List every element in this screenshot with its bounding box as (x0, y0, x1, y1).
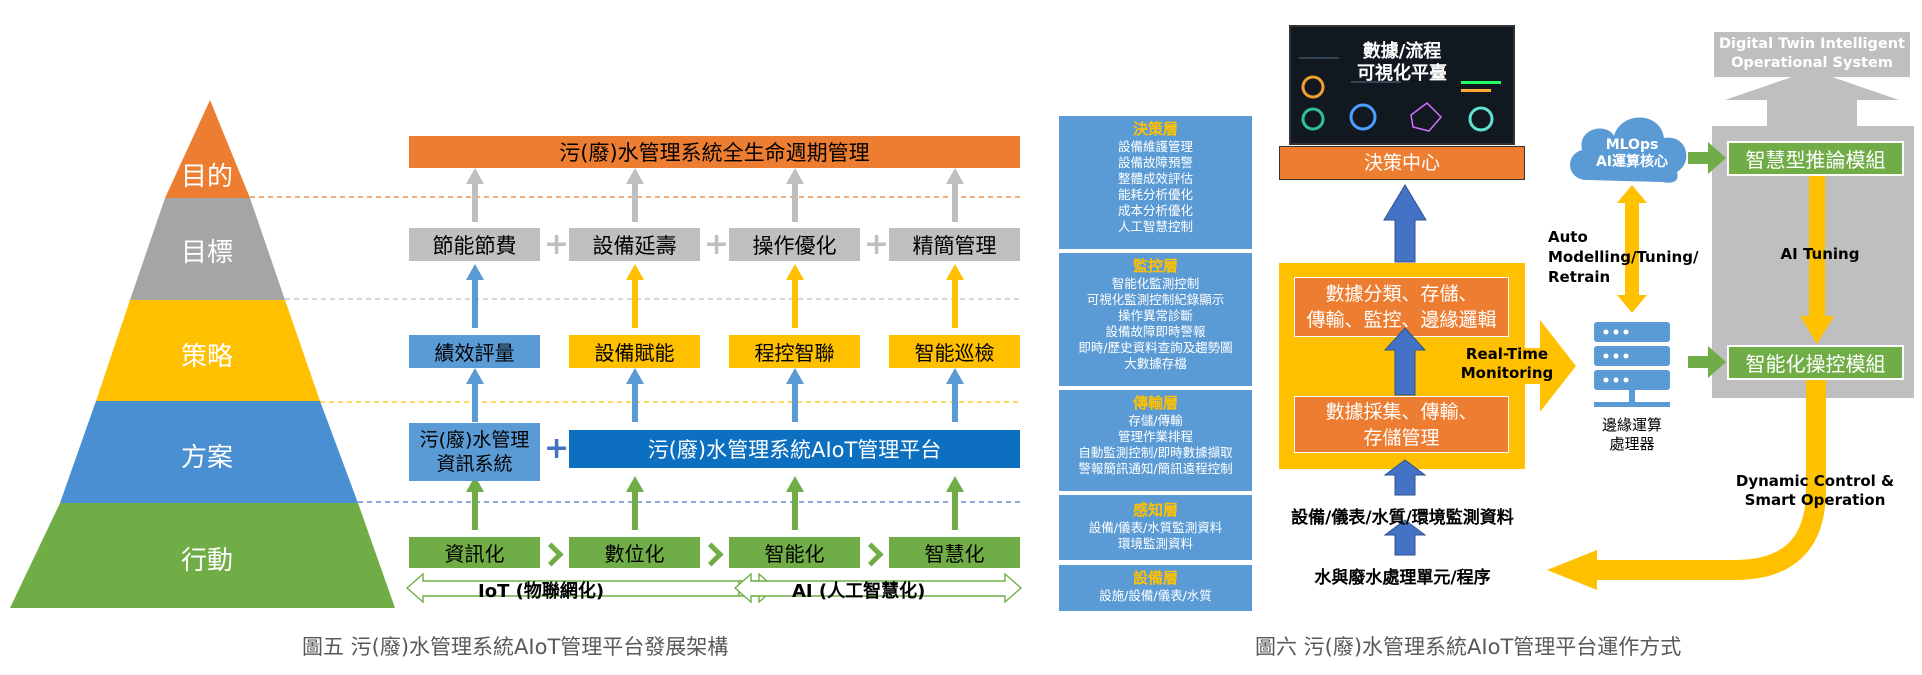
layer-decision: 決策層 設備維護管理 設備故障預警 整體成效評估 能耗分析優化 成本分析優化 人… (1059, 116, 1252, 249)
layer-item: 能耗分析優化 (1059, 187, 1252, 203)
layer-item: 自動監測控制/即時數據擷取 (1059, 445, 1252, 461)
layer-item: 設備故障即時警報 (1059, 324, 1252, 340)
layer-item: 大數據存檔 (1059, 356, 1252, 372)
strategy-performance: 績效評量 (409, 335, 540, 368)
dashboard-title: 數據/流程 可視化平臺 (1291, 41, 1513, 85)
layer-item: 可視化監測控制紀錄顯示 (1059, 292, 1252, 308)
plus-icon: + (544, 227, 569, 262)
layer-sensing: 感知層 設備/儀表/水質監測資料 環境監測資料 (1059, 495, 1252, 560)
pyramid-label-action: 行動 (181, 540, 233, 577)
layer-item: 設備維護管理 (1059, 139, 1252, 155)
iot-label: IoT (物聯網化) (478, 577, 604, 603)
chevron-right-icon (699, 542, 723, 566)
auto-modelling-label: Auto Modelling/Tuning/ Retrain (1548, 227, 1688, 287)
realtime-label: Real-Time Monitoring (1447, 345, 1567, 383)
action-smart: 智慧化 (889, 537, 1020, 568)
layer-item: 即時/歷史資料查詢及趨勢圖 (1059, 340, 1252, 356)
strategy-empower: 設備賦能 (569, 335, 700, 368)
chevron-right-icon (859, 542, 883, 566)
digital-twin-arrow (1717, 70, 1907, 130)
inference-module: 智慧型推論模組 (1727, 141, 1904, 176)
layer-item: 警報簡訊通知/簡訊遠程控制 (1059, 461, 1252, 477)
layer-item: 成本分析優化 (1059, 203, 1252, 219)
goal-equipment-life: 設備延壽 (569, 228, 700, 261)
layer-title: 感知層 (1059, 500, 1252, 520)
mlops-label: MLOps AI運算核心 (1565, 137, 1699, 171)
plus-icon: + (704, 227, 729, 262)
ai-label: AI (人工智慧化) (792, 577, 925, 603)
chevron-right-icon (539, 542, 563, 566)
layer-item: 操作異常診斷 (1059, 308, 1252, 324)
goal-lean-mgmt: 精簡管理 (889, 228, 1020, 261)
layer-item: 設備/儀表/水質監測資料 (1059, 520, 1252, 536)
plus-icon: + (864, 227, 889, 262)
layer-item: 存儲/傳輸 (1059, 413, 1252, 429)
plan-aiot-platform: 污(廢)水管理系統AIoT管理平台 (569, 430, 1020, 468)
strategy-inspection: 智能巡檢 (889, 335, 1020, 368)
layer-item: 管理作業排程 (1059, 429, 1252, 445)
layer-title: 決策層 (1059, 119, 1252, 139)
plus-icon: + (544, 431, 569, 466)
control-module: 智能化操控模組 (1727, 345, 1904, 380)
figure-5-caption: 圖五 污(廢)水管理系統AIoT管理平台發展架構 (302, 631, 728, 661)
layer-item: 人工智慧控制 (1059, 219, 1252, 235)
layer-title: 監控層 (1059, 256, 1252, 276)
layer-item: 設施/設備/儀表/水質 (1059, 588, 1252, 604)
layer-item: 整體成效評估 (1059, 171, 1252, 187)
digital-twin-label: Digital Twin Intelligent Operational Sys… (1714, 35, 1910, 73)
module-input-arrows (1688, 140, 1728, 385)
layer-item: 智能化監測控制 (1059, 276, 1252, 292)
layer-monitoring: 監控層 智能化監測控制 可視化監測控制紀錄顯示 操作異常診斷 設備故障即時警報 … (1059, 253, 1252, 386)
figure-6-caption: 圖六 污(廢)水管理系統AIoT管理平台運作方式 (1255, 631, 1681, 661)
sensor-data-label: 設備/儀表/水質/環境監測資料 (1275, 503, 1530, 528)
process-unit-label: 水與廢水處理單元/程序 (1290, 563, 1515, 588)
dashboard-screen: 數據/流程 可視化平臺 (1289, 25, 1515, 145)
strategy-control: 程控智聯 (729, 335, 860, 368)
layer-title: 傳輸層 (1059, 393, 1252, 413)
goal-energy-saving: 節能節費 (409, 228, 540, 261)
decision-center: 決策中心 (1279, 146, 1525, 180)
plan-info-system: 污(廢)水管理資訊系統 (409, 423, 540, 481)
action-informatization: 資訊化 (409, 537, 540, 568)
layer-transmission: 傳輸層 存儲/傳輸 管理作業排程 自動監測控制/即時數據擷取 警報簡訊通知/簡訊… (1059, 390, 1252, 491)
dynamic-control-label: Dynamic Control & Smart Operation (1725, 472, 1905, 510)
layer-equipment: 設備層 設施/設備/儀表/水質 (1059, 565, 1252, 611)
action-intelligent: 智能化 (729, 537, 860, 568)
goal-operation-opt: 操作優化 (729, 228, 860, 261)
layer-title: 設備層 (1059, 568, 1252, 588)
ai-tuning-label: AI Tuning (1760, 245, 1880, 263)
layer-item: 環境監測資料 (1059, 536, 1252, 552)
action-digitalization: 數位化 (569, 537, 700, 568)
layer-item: 設備故障預警 (1059, 155, 1252, 171)
